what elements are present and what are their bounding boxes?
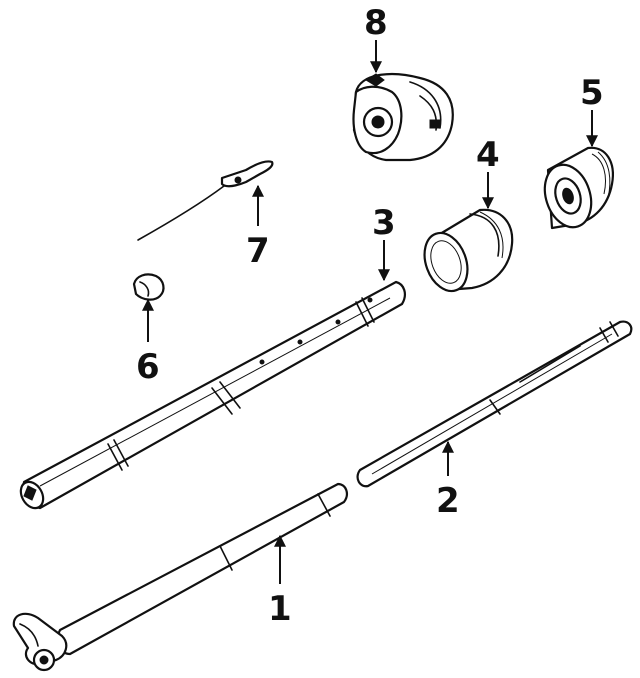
part-8-housing: [352, 72, 454, 162]
part-7-wire-clip: [137, 160, 274, 241]
callout-7: 7: [246, 231, 270, 271]
part-6-clip: [132, 273, 165, 301]
callout-5: 5: [580, 73, 604, 113]
callout-labels: 8 5 4 3 7 6 2 1: [136, 3, 604, 629]
part-2-upper-shaft: [356, 320, 633, 488]
leader-lines: [142, 40, 598, 584]
callout-8: 8: [364, 3, 388, 43]
callout-1: 1: [268, 589, 292, 629]
part-5-bearing: [543, 146, 614, 230]
part-4-bushing: [423, 208, 514, 293]
callout-3: 3: [372, 203, 396, 243]
callout-4: 4: [476, 135, 500, 175]
callout-6: 6: [136, 347, 160, 387]
part-3-column-jacket: [19, 280, 406, 510]
part-1-lower-shaft: [12, 482, 348, 672]
callout-2: 2: [436, 481, 460, 521]
